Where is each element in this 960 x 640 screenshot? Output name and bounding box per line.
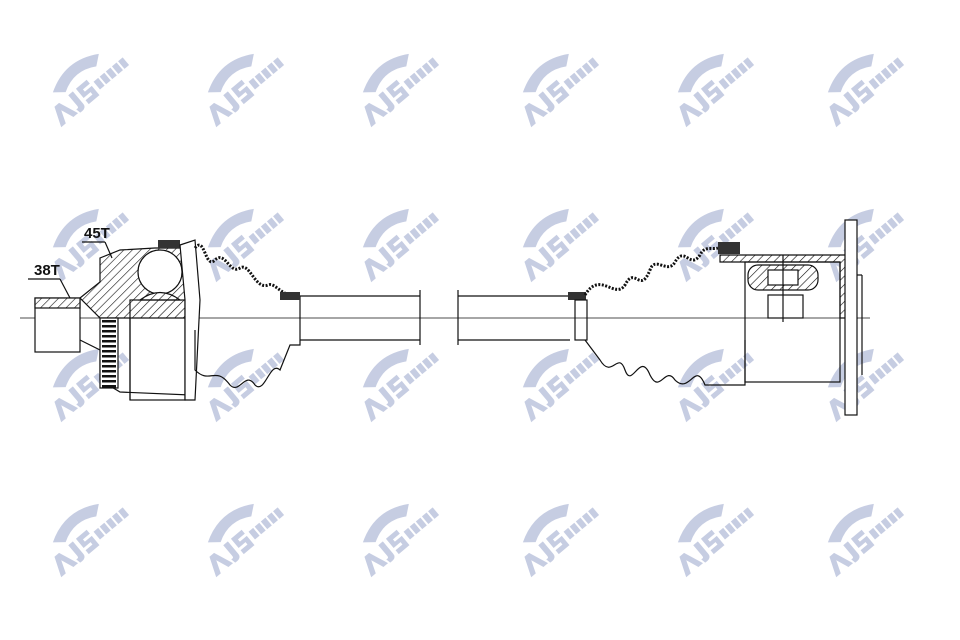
watermark-logo — [522, 53, 600, 128]
left-boot-bottom — [194, 296, 301, 388]
abs-ring-teeth — [102, 320, 116, 388]
abs-tooth — [102, 335, 116, 338]
abs-tooth — [102, 340, 116, 343]
label-45t: 45T — [82, 225, 113, 259]
outer-cv-joint — [34, 239, 201, 401]
left-boot-top — [193, 243, 296, 298]
abs-tooth — [102, 355, 116, 358]
watermark-logo — [677, 208, 755, 283]
shaft — [300, 290, 570, 345]
watermark-logo — [207, 503, 285, 578]
abs-tooth — [102, 325, 116, 328]
watermark-logo — [52, 503, 130, 578]
abs-tooth — [102, 380, 116, 383]
watermark-logo — [827, 503, 905, 578]
abs-tooth — [102, 370, 116, 373]
abs-tooth — [102, 365, 116, 368]
label-38t-text: 38T — [34, 262, 60, 279]
label-45t-text: 45T — [84, 225, 110, 242]
watermark-logo — [52, 208, 130, 283]
watermark-logo — [207, 348, 285, 423]
left-clamp — [280, 292, 300, 300]
watermark-logo — [677, 503, 755, 578]
right-boot-bottom — [584, 339, 746, 386]
watermark-logo — [362, 348, 440, 423]
watermark-logo — [522, 208, 600, 283]
watermark-logo — [677, 53, 755, 128]
watermark-logo — [522, 503, 600, 578]
watermark-logo — [362, 53, 440, 128]
right-clamp — [568, 292, 586, 300]
abs-tooth — [102, 385, 116, 388]
abs-tooth — [102, 345, 116, 348]
watermark-logo — [827, 348, 905, 423]
watermark-logo — [362, 503, 440, 578]
right-ring — [574, 299, 588, 341]
label-38t: 38T — [28, 262, 71, 299]
watermark-logo — [522, 348, 600, 423]
abs-tooth — [102, 375, 116, 378]
watermark-logo — [207, 208, 285, 283]
abs-tooth — [102, 350, 116, 353]
watermark-logo — [827, 53, 905, 128]
watermark-logo — [827, 208, 905, 283]
abs-tooth — [102, 320, 116, 323]
abs-tooth — [102, 330, 116, 333]
inner-tripod-joint — [718, 219, 863, 416]
right-boot-top — [583, 246, 719, 296]
watermark-logo — [207, 53, 285, 128]
watermark-logo — [362, 208, 440, 283]
abs-tooth — [102, 360, 116, 363]
watermark-logo — [677, 348, 755, 423]
watermark-logo — [52, 53, 130, 128]
